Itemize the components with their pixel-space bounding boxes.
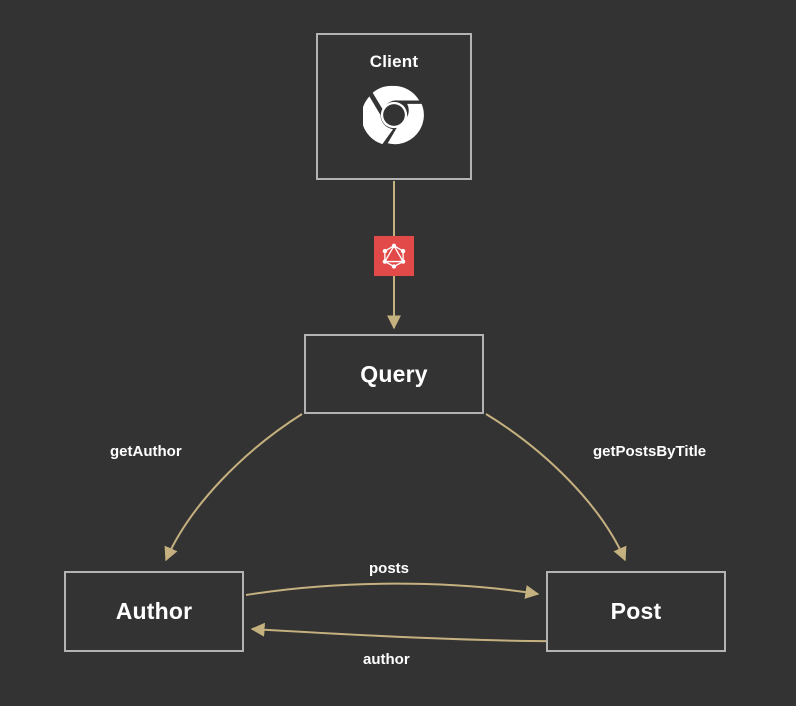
- node-query-label: Query: [360, 360, 428, 387]
- edge-label-get-author: getAuthor: [110, 443, 182, 460]
- node-author-label: Author: [115, 598, 193, 624]
- graphql-icon: [382, 243, 406, 269]
- chrome-icon: [361, 84, 425, 146]
- edge-query-to-author: [164, 413, 303, 562]
- node-client[interactable]: Client: [316, 33, 472, 180]
- node-post[interactable]: Post: [546, 571, 726, 652]
- node-author[interactable]: Author: [64, 571, 244, 652]
- node-query[interactable]: Query: [304, 334, 484, 414]
- edge-query-to-post: [485, 413, 627, 562]
- graphql-badge[interactable]: [374, 236, 414, 276]
- edge-label-author: author: [363, 651, 410, 668]
- edge-label-posts: posts: [369, 560, 410, 577]
- node-client-label: Client: [369, 52, 419, 71]
- edge-label-get-posts-by-title: getPostsByTitle: [593, 443, 707, 460]
- node-post-label: Post: [610, 598, 662, 624]
- edge-author-to-post: [245, 582, 540, 599]
